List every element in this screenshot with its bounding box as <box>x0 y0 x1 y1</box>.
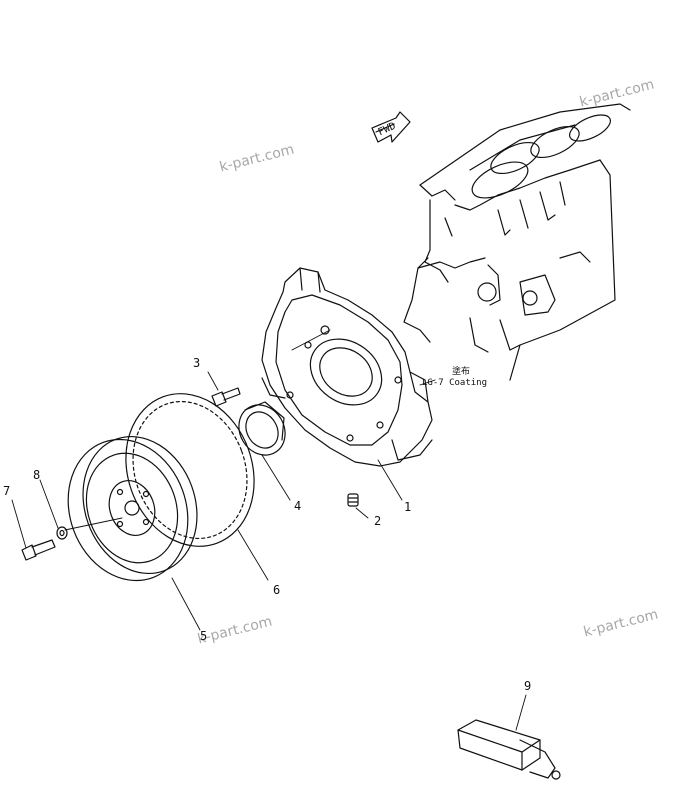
fwd-arrow-icon <box>371 111 411 143</box>
callout-2: 2 <box>374 514 382 528</box>
tool <box>457 719 561 780</box>
coating-note: LG-7 Coating <box>422 378 488 388</box>
dowel-pin <box>347 493 359 507</box>
ring-gear <box>125 393 255 547</box>
oil-seal <box>238 401 286 456</box>
leader-lines <box>11 329 527 731</box>
callout-1: 1 <box>404 500 412 514</box>
callout-3: 3 <box>193 356 201 370</box>
engine-block <box>403 103 631 381</box>
callout-5: 5 <box>200 629 208 643</box>
callout-8: 8 <box>33 468 41 482</box>
washer <box>56 526 68 540</box>
housing-bolt <box>211 387 241 407</box>
coating-note-japanese: 塗布 <box>452 367 471 377</box>
flywheel-housing <box>261 267 433 467</box>
callout-7: 7 <box>3 484 11 498</box>
callout-4: 4 <box>294 499 302 513</box>
callout-9: 9 <box>524 679 532 693</box>
flywheel <box>67 435 198 582</box>
callout-6: 6 <box>273 583 281 597</box>
flywheel-bolt <box>21 539 56 561</box>
